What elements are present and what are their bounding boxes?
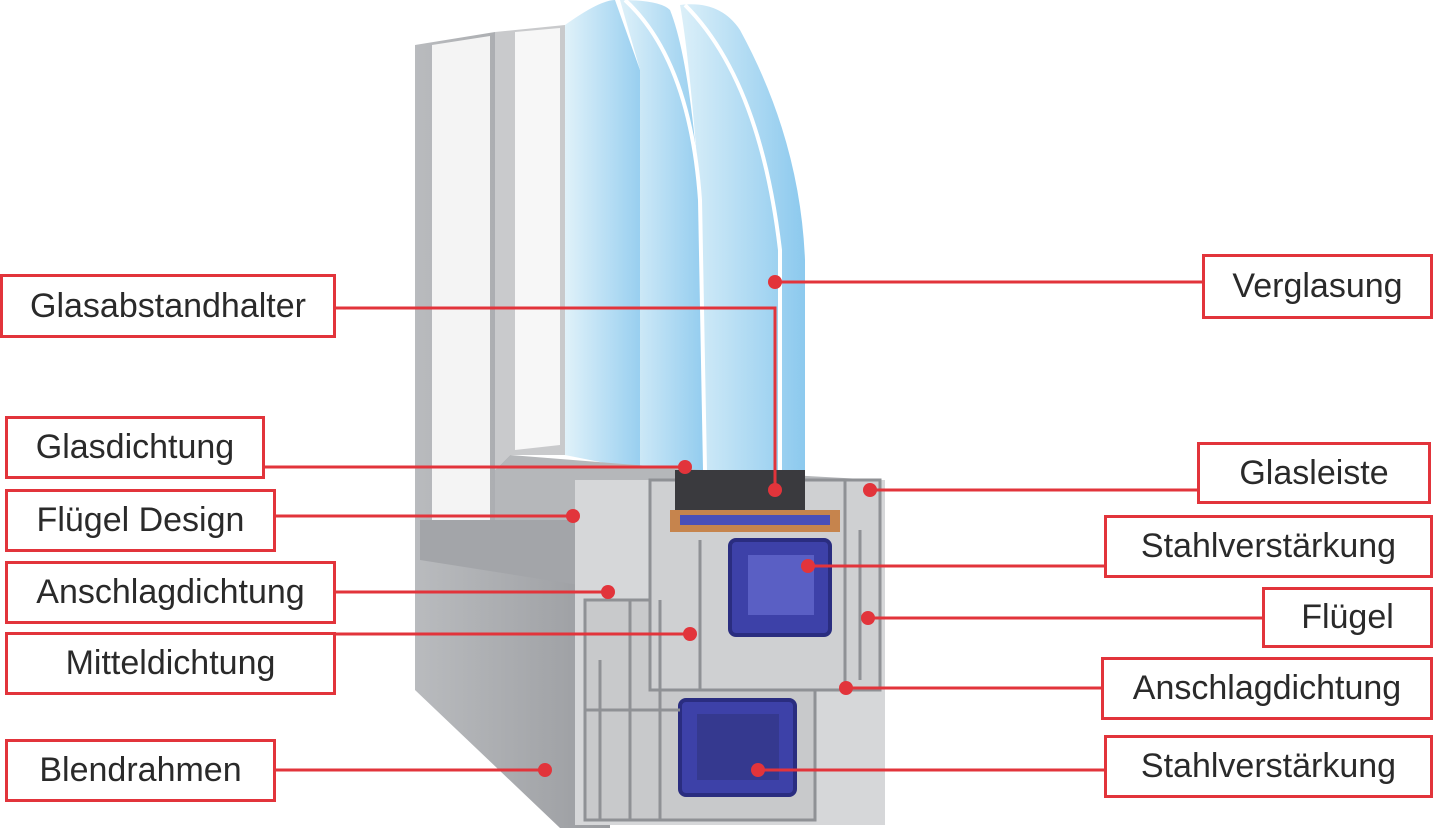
- sash-face: [515, 28, 560, 450]
- label-fluegel: Flügel: [1262, 587, 1433, 648]
- label-stahlverstaerkung-bottom: Stahlverstärkung: [1104, 735, 1433, 798]
- label-glasleiste: Glasleiste: [1197, 442, 1431, 504]
- glass-pane-2: [620, 0, 705, 470]
- glass-pane-1: [565, 0, 640, 470]
- label-fluegel-design: Flügel Design: [5, 489, 276, 552]
- label-verglasung: Verglasung: [1202, 254, 1433, 319]
- label-anschlagdichtung-left: Anschlagdichtung: [5, 561, 336, 624]
- label-stahlverstaerkung-top: Stahlverstärkung: [1104, 515, 1433, 578]
- label-anschlagdichtung-right: Anschlagdichtung: [1101, 657, 1433, 720]
- label-blendrahmen: Blendrahmen: [5, 739, 276, 802]
- label-glasabstandhalter: Glasabstandhalter: [0, 274, 336, 338]
- label-mitteldichtung: Mitteldichtung: [5, 632, 336, 695]
- frame-inner-face: [432, 36, 490, 540]
- label-glasdichtung: Glasdichtung: [5, 416, 265, 479]
